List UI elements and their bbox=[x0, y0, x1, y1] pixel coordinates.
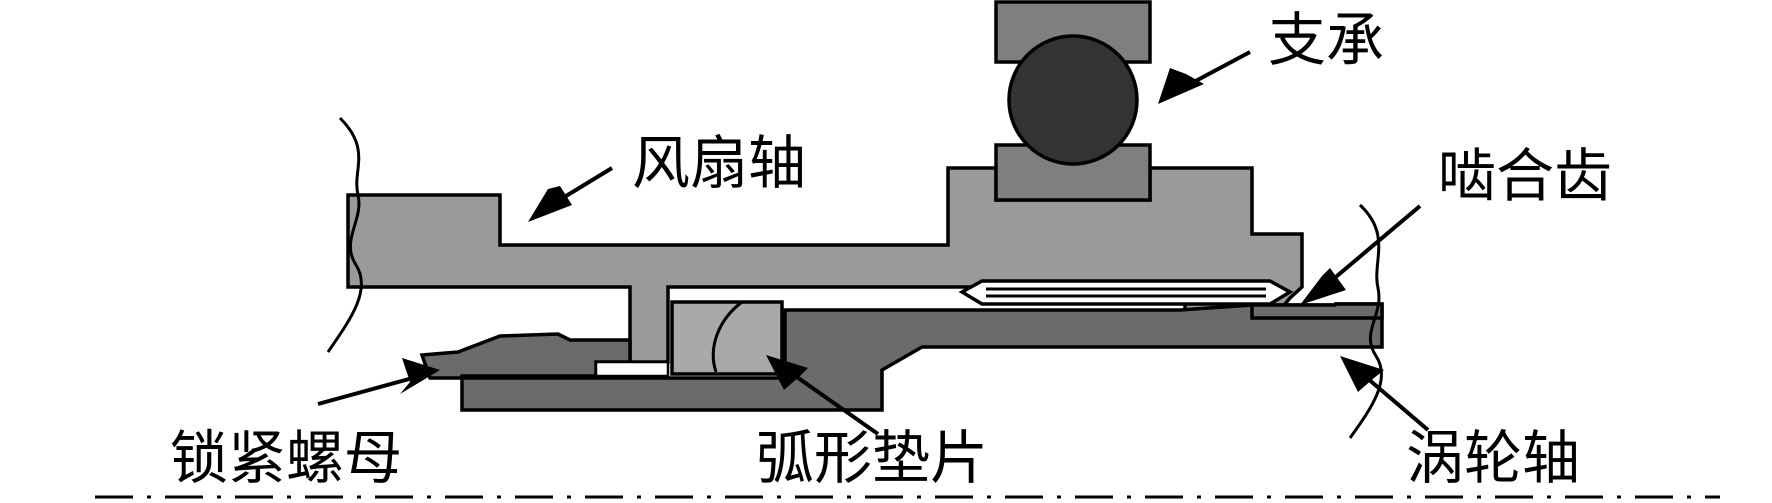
fan-shaft-break-line bbox=[326, 116, 363, 353]
mesh-teeth-profile bbox=[1250, 302, 1384, 320]
bearing-ball bbox=[1007, 34, 1139, 166]
arc-washer-label: 弧形垫片 bbox=[756, 424, 988, 492]
fan-shaft-label: 风扇轴 bbox=[632, 129, 806, 197]
lock-nut-arrowhead bbox=[400, 358, 440, 394]
arc-washer-arrow-line bbox=[782, 366, 880, 436]
arc-washer-arrowhead bbox=[766, 355, 808, 390]
lock-nut-arrow-line bbox=[317, 374, 421, 406]
turbine-shaft-arrow-line bbox=[1358, 370, 1430, 432]
arc-washer-curve bbox=[711, 300, 743, 373]
turbine-shaft-break-line bbox=[1348, 203, 1383, 439]
mesh-teeth-arrowhead bbox=[1300, 268, 1346, 305]
bearing-arrowhead bbox=[1158, 68, 1204, 104]
fan-shaft-arrowhead bbox=[528, 186, 572, 222]
mesh-spline-band bbox=[958, 279, 1294, 306]
turbine-shaft-label: 涡轮轴 bbox=[1406, 424, 1580, 492]
arc-washer bbox=[670, 300, 784, 376]
nut-gap bbox=[594, 360, 670, 378]
turbine-shaft bbox=[460, 302, 1384, 412]
turbine-shaft-arrowhead bbox=[1340, 356, 1384, 392]
mesh-teeth-label: 啮合齿 bbox=[1438, 142, 1612, 210]
lock-nut-label: 锁紧螺母 bbox=[170, 424, 402, 492]
bearing-label: 支承 bbox=[1268, 6, 1384, 74]
